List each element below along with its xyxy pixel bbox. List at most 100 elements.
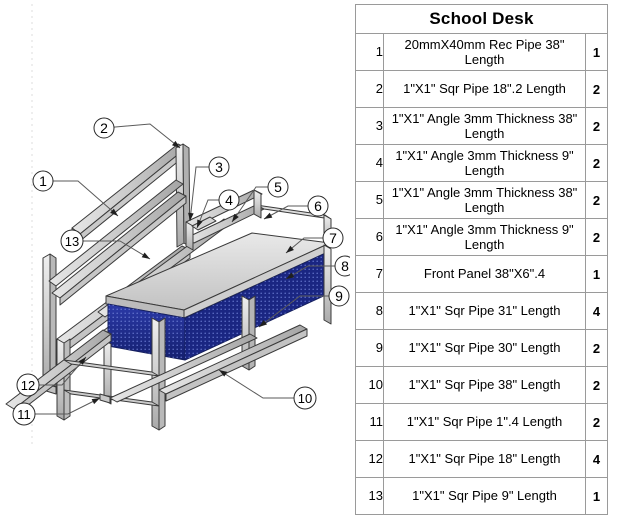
balloon-callout-11[interactable]: 11: [12, 397, 101, 426]
front-panel-blue-right-perforation: [185, 251, 330, 360]
balloon-label: 5: [274, 179, 282, 195]
balloon-circle[interactable]: [16, 373, 40, 397]
bom-item-quantity: 2: [585, 144, 608, 182]
balloon-callout-13[interactable]: 13: [60, 229, 151, 260]
bom-item-quantity: 4: [585, 292, 608, 330]
leader-arrowhead: [286, 272, 295, 279]
balloon-callout-7[interactable]: 7: [285, 227, 344, 254]
bom-item-number: 10: [355, 366, 384, 404]
bom-item-quantity: 1: [585, 477, 608, 515]
leader-line: [258, 295, 329, 328]
leader-line: [189, 166, 209, 222]
leg-rear-right: [323, 244, 332, 325]
balloon-label: 6: [314, 198, 322, 214]
bom-item-quantity: 2: [585, 366, 608, 404]
bom-item-quantity: 2: [585, 218, 608, 256]
bom-item-description: 1"X1" Sqr Pipe 38" Length: [383, 366, 586, 404]
balloon-label: 3: [215, 159, 223, 175]
bom-item-description: 1"X1" Sqr Pipe 1".4 Length: [383, 403, 586, 441]
balloon-callout-3[interactable]: 3: [188, 156, 230, 222]
leader-arrowhead: [78, 357, 86, 365]
bom-item-quantity: 2: [585, 107, 608, 145]
backrest-left-post: [42, 253, 51, 389]
balloon-circle[interactable]: [293, 386, 317, 410]
balloon-circle[interactable]: [60, 229, 84, 253]
leader-line: [39, 356, 87, 386]
bom-item-number: 13: [355, 477, 384, 515]
leader-arrowhead: [259, 319, 268, 327]
bom-item-description: 1"X1" Sqr Pipe 31" Length: [383, 292, 586, 330]
balloon-circle[interactable]: [328, 285, 350, 307]
leader-arrowhead: [197, 219, 203, 228]
leader-arrowhead: [91, 398, 100, 405]
balloon-label: 13: [65, 234, 79, 249]
bom-item-description: Front Panel 38"X6".4: [383, 255, 586, 293]
balloon-callout-9[interactable]: 9: [258, 285, 350, 328]
leader-line: [218, 369, 294, 399]
base-rail-right-under: [165, 328, 308, 402]
balloon-callout-8[interactable]: 8: [285, 255, 350, 280]
balloon-label: 7: [329, 230, 337, 246]
bom-title-row: School Desk: [355, 4, 608, 34]
backrest-lower-rail-under: [59, 195, 187, 306]
bom-item-quantity: 2: [585, 70, 608, 108]
balloon-label: 4: [225, 192, 233, 208]
balloon-label: 12: [21, 378, 35, 393]
bom-item-description: 1"X1" Sqr Pipe 18".2 Length: [383, 70, 586, 108]
balloon-circle[interactable]: [218, 189, 240, 211]
leader-arrowhead: [264, 212, 273, 219]
balloon-circle[interactable]: [322, 227, 344, 249]
bom-item-number: 7: [355, 255, 384, 293]
balloon-callout-6[interactable]: 6: [263, 195, 329, 220]
leader-line: [196, 199, 219, 229]
bom-item-quantity: 4: [585, 440, 608, 478]
balloon-callout-10[interactable]: 10: [218, 369, 317, 410]
balloon-circle[interactable]: [12, 402, 36, 426]
desk-top-group: [105, 232, 331, 319]
balloon-callout-4[interactable]: 4: [196, 189, 240, 229]
desk-rear-right-post: [253, 189, 262, 219]
leader-line: [35, 397, 101, 415]
bom-item-number: 2: [355, 70, 384, 108]
balloon-callout-2[interactable]: 2: [93, 117, 181, 149]
front-panel-group: [107, 250, 331, 361]
balloon-circle[interactable]: [307, 195, 329, 217]
balloon-callout-12[interactable]: 12: [16, 356, 87, 397]
balloon-label: 9: [335, 288, 343, 304]
base-rail-rear: [109, 333, 258, 403]
backrest-mid-rail: [48, 179, 184, 287]
bom-item-description: 1"X1" Sqr Pipe 30" Length: [383, 329, 586, 367]
bom-item-number: 4: [355, 144, 384, 182]
leader-line: [83, 240, 151, 260]
balloon-label: 8: [341, 258, 349, 274]
balloon-circle[interactable]: [208, 156, 230, 178]
leg-rear-left: [103, 339, 112, 405]
bom-item-number: 3: [355, 107, 384, 145]
leader-arrowhead: [232, 213, 239, 222]
balloon-callout-5[interactable]: 5: [231, 176, 289, 223]
bom-item-quantity: 1: [585, 33, 608, 71]
bom-item-quantity: 1: [585, 255, 608, 293]
balloon-circle[interactable]: [334, 255, 350, 277]
leader-line: [285, 265, 335, 280]
balloon-circle[interactable]: [32, 170, 54, 192]
leader-arrowhead: [110, 208, 118, 216]
leader-arrowhead: [286, 245, 294, 253]
balloon-label: 10: [298, 391, 312, 406]
balloon-circle[interactable]: [267, 176, 289, 198]
balloon-callout-1[interactable]: 1: [32, 170, 119, 217]
balloon-circle[interactable]: [93, 117, 115, 139]
legs-and-base-group: [5, 244, 332, 431]
